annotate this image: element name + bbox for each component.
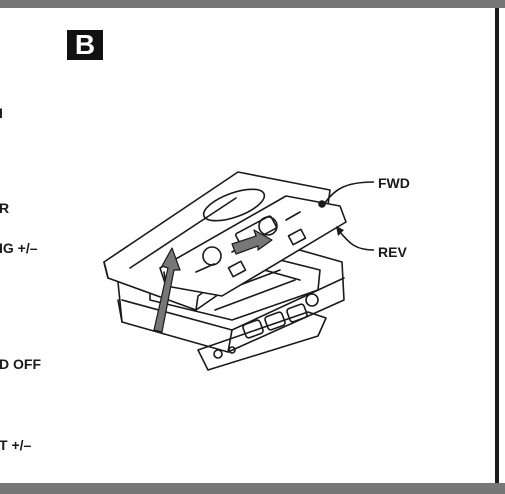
- left-label-t: T +/–: [0, 437, 32, 453]
- left-label-r: R: [0, 200, 10, 216]
- top-frame-bar: [0, 0, 505, 8]
- left-mark: I: [0, 105, 3, 121]
- rev-label: REV: [378, 244, 407, 260]
- section-badge: B: [67, 30, 103, 60]
- fwd-label: FWD: [378, 175, 410, 191]
- left-label-ig: IG +/–: [0, 240, 38, 256]
- bottom-frame-bar: [0, 483, 505, 494]
- right-divider-line: [495, 8, 499, 483]
- left-label-d-off: D OFF: [0, 356, 41, 372]
